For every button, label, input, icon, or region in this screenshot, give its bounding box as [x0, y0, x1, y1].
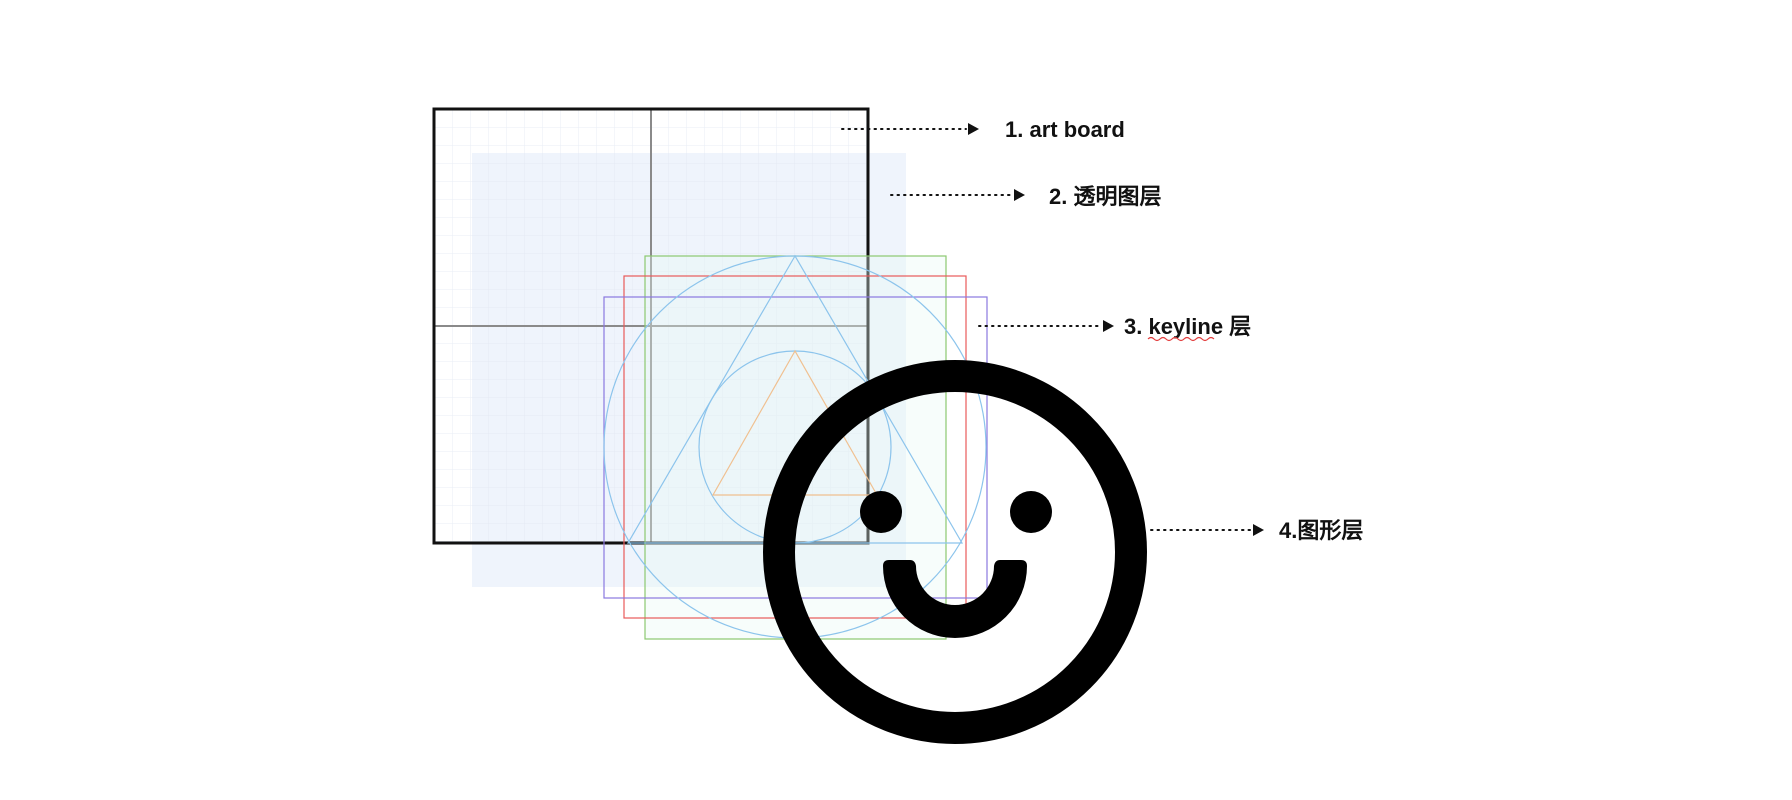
spellcheck-underline [1147, 336, 1215, 342]
arrowhead-icon [968, 123, 979, 135]
callout-label-art-board: 1. art board [1005, 117, 1125, 142]
smiley-right-eye [1010, 491, 1052, 533]
arrowhead-icon [1014, 189, 1025, 201]
callout-transparent-layer: 2. 透明图层 [890, 184, 1161, 209]
callout-keyline-layer: 3. keyline 层 [978, 314, 1251, 342]
smiley-face-icon [763, 360, 1147, 744]
smiley-mouth [883, 560, 1027, 638]
smiley-face-ring [763, 360, 1147, 744]
arrowhead-icon [1253, 524, 1264, 536]
callout-art-board: 1. art board [841, 117, 1125, 142]
callout-graphic-layer: 4.图形层 [1150, 518, 1363, 543]
callout-label-transparent-layer: 2. 透明图层 [1049, 184, 1161, 209]
arrowhead-icon [1103, 320, 1114, 332]
smiley-left-eye [860, 491, 902, 533]
callout-label-keyline-layer: 3. keyline 层 [1124, 314, 1251, 339]
callout-label-graphic-layer: 4.图形层 [1279, 518, 1363, 543]
